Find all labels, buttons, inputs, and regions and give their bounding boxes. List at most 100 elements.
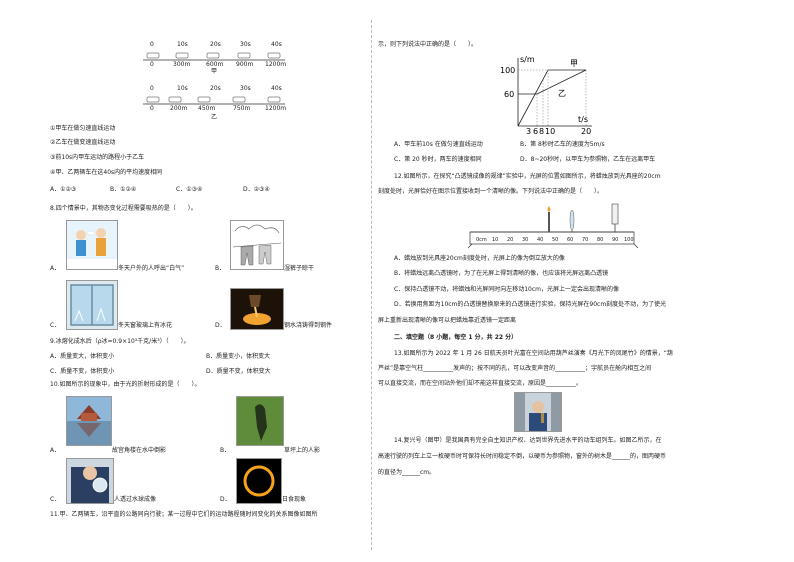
jia-time-3: 30s	[240, 41, 251, 48]
x-tick-20: 20	[581, 127, 591, 134]
yi-series-label: 乙	[558, 89, 566, 98]
q12-option-b: B．将蜡烛远离凸透镜时，为了在光屏上得到清晰的像，也应该将光屏远离凸透镜	[394, 270, 609, 277]
x-tick-6: 6	[533, 127, 538, 134]
bench-tick-80: 80	[597, 237, 604, 243]
section-2-heading: 二、填空题（8 小题，每空 1 分，共 22 分）	[394, 334, 518, 341]
candle	[548, 212, 550, 232]
yi-cars	[143, 96, 285, 105]
bench-tick-40: 40	[537, 237, 544, 243]
yi-time-0: 0	[150, 85, 154, 92]
jia-time-4: 40s	[271, 41, 282, 48]
bench-tick-10: 10	[492, 237, 499, 243]
yi-dist-0: 0	[150, 105, 154, 112]
jia-dist-3: 900m	[236, 61, 254, 68]
q13-line1: 13.如图所示为 2022 年 1 月 26 日航天员叶光富在空间站用葫芦丝演奏…	[394, 350, 673, 357]
q12-stem-line2: 刻度处时，光屏恰好在图示位置接收到一个清晰的像。下列说法中正确的是（ ）。	[378, 188, 604, 195]
option-c: C．①③④	[176, 186, 203, 193]
yi-time-3: 30s	[240, 85, 251, 92]
q12-option-c: C．保持凸透镜不动，将蜡烛和光屏同时向左移动10cm，光屏上一定会出现清晰的像	[394, 286, 619, 293]
option-b: B．①②④	[110, 186, 137, 193]
y-tick-60: 60	[504, 90, 514, 99]
water-ball-picture	[66, 458, 114, 504]
q11-stem-line1: 11.甲、乙两辆车，沿平直的公路同向行驶；某一过程中它们的运动路程随时间变化的关…	[50, 511, 318, 518]
q9-stem: 9.冰熔化成水后（ρ冰=0.9×10³千克/米³）（ ）。	[50, 338, 190, 345]
bench-tick-90: 90	[612, 237, 619, 243]
statement-3: ③前10s内甲车运动的路程小于乙车	[50, 154, 145, 161]
q8-c-caption: 冬天窗玻璃上有冰花	[118, 322, 173, 329]
window-frost-picture	[66, 280, 118, 330]
jia-cars	[143, 52, 285, 61]
x-tick-10: 10	[545, 127, 555, 134]
q8-a-caption: 冬天户外的人呼出“白气”	[118, 265, 185, 272]
q12-option-d-line1: D．若换用焦距为10cm的凸透镜替换原来的凸透镜进行实验，保持光屏在90cm刻度…	[394, 301, 667, 308]
q11-option-c: C．第 20 秒时，两车的速度相同	[394, 156, 482, 163]
jia-time-1: 10s	[177, 41, 188, 48]
yi-dist-2: 450m	[198, 105, 216, 112]
t-axis-label: t/s	[578, 115, 588, 124]
bench-tick-100: 100	[624, 237, 634, 243]
s-axis-label: s/m	[520, 55, 535, 64]
yi-time-1: 10s	[177, 85, 188, 92]
jia-time-0: 0	[150, 41, 154, 48]
yi-line	[518, 69, 587, 95]
q8-b-caption: 湿裤子晾干	[284, 265, 315, 272]
q14-line2: 高速行驶的列车上立一枚硬币时可保持长时间稳定不倒，以硬币为参照物，窗外的树木是_…	[378, 453, 667, 460]
light-screen	[611, 203, 619, 225]
q12-stem-line1: 12.如图所示，在探究“凸透镜成像的规律”实验中，光屏的位置如图所示，将蜡烛放到…	[394, 173, 661, 180]
option-a: A．①②③	[50, 186, 77, 193]
jia-dist-0: 0	[150, 61, 154, 68]
jia-label: 甲	[211, 68, 218, 75]
lawn-shadow-picture	[236, 396, 284, 446]
q8-d-caption: 钢水浇铸得到钢件	[284, 322, 333, 329]
x-tick-8: 8	[539, 127, 544, 134]
q10-stem: 10.如图所示的现象中，由于光的折射形成的是（ ）。	[50, 381, 201, 388]
q11-option-d: D．8~20秒时，以甲车为参照物，乙车在远离甲车	[520, 156, 656, 163]
q9-option-d: D．质量不变，体积变大	[206, 368, 271, 375]
motion-diagram-yi: 0 10s 20s 30s 40s 0 200m 450m 750m 1200m…	[143, 86, 383, 122]
jia-series-label: 甲	[570, 59, 578, 68]
optical-bench: 0cm 10 20 30 40 50 60 70 80 90 100	[468, 198, 638, 250]
q9-option-b: B．质量变小，体积变大	[206, 353, 271, 360]
bench-tick-50: 50	[552, 237, 559, 243]
yi-label: 乙	[211, 114, 218, 121]
q11-option-b: B．第 8秒时乙车的速度为5m/s	[520, 141, 605, 148]
motion-diagram-jia: 0 10s 20s 30s 40s 0 300m 600m 900m 1200m…	[143, 41, 383, 75]
q13-line3: 可以直接交流，而在空间站外他们却不能这样直接交流，原因是__________。	[378, 380, 583, 387]
drying-pants-picture	[230, 220, 284, 270]
q11-stem-line2: 示，则下列说法中正确的是（ ）。	[378, 41, 478, 48]
statement-1: ①甲车在做匀速直线运动	[50, 125, 116, 132]
yi-dist-4: 1200m	[265, 105, 287, 112]
statement-2: ②乙车在做变速直线运动	[50, 139, 116, 146]
yi-dist-3: 750m	[233, 105, 251, 112]
y-tick-100: 100	[500, 66, 515, 75]
yi-dist-1: 200m	[170, 105, 188, 112]
yi-time-2: 20s	[210, 85, 221, 92]
q10-c-caption: 人透过水球成像	[114, 496, 157, 503]
jia-dist-2: 600m	[206, 61, 224, 68]
column-divider	[371, 20, 372, 550]
solar-eclipse-picture	[236, 458, 282, 504]
q8-stem: 8.四个情景中，其物态变化过程需要吸热的是（ ）。	[50, 205, 197, 212]
jia-line	[517, 69, 586, 127]
q12-option-d-line2: 屏上重新出现清晰的像可以把蜡烛靠近透镜一定距离	[378, 317, 517, 324]
jia-dist-1: 300m	[173, 61, 191, 68]
bench-tick-20: 20	[507, 237, 514, 243]
option-d: D．②③④	[243, 186, 270, 193]
statement-4: ④甲、乙两辆车在这40s内的平均速度相同	[50, 169, 163, 176]
q9-option-a: A．质量变大，体积变小	[50, 353, 115, 360]
q14-line3: 的直径为______cm。	[378, 469, 436, 476]
exhale-breath-picture	[66, 220, 118, 270]
yi-time-4: 40s	[271, 85, 282, 92]
q11-option-a: A．甲车前10s 在做匀速直线运动	[394, 141, 483, 148]
q9-option-c: C．质量不变，体积变小	[50, 368, 115, 375]
candle-flame	[547, 206, 551, 212]
astronaut-picture	[514, 392, 562, 432]
bench-tick-70: 70	[582, 237, 589, 243]
q10-b-caption: 草坪上的人影	[284, 447, 321, 454]
right-column: 示，则下列说法中正确的是（ ）。 s/m t/s 甲 乙 100 60 3 6 …	[378, 0, 718, 562]
q13-line2: 芦丝”是靠空气柱__________发声的；按不同的孔，可以改变声音的_____…	[378, 365, 652, 372]
x-tick-3: 3	[526, 127, 531, 134]
palace-reflection-picture	[66, 396, 112, 446]
bench-tick-30: 30	[522, 237, 529, 243]
s-t-graph: s/m t/s 甲 乙 100 60 3 6 8 10 20	[500, 55, 592, 134]
